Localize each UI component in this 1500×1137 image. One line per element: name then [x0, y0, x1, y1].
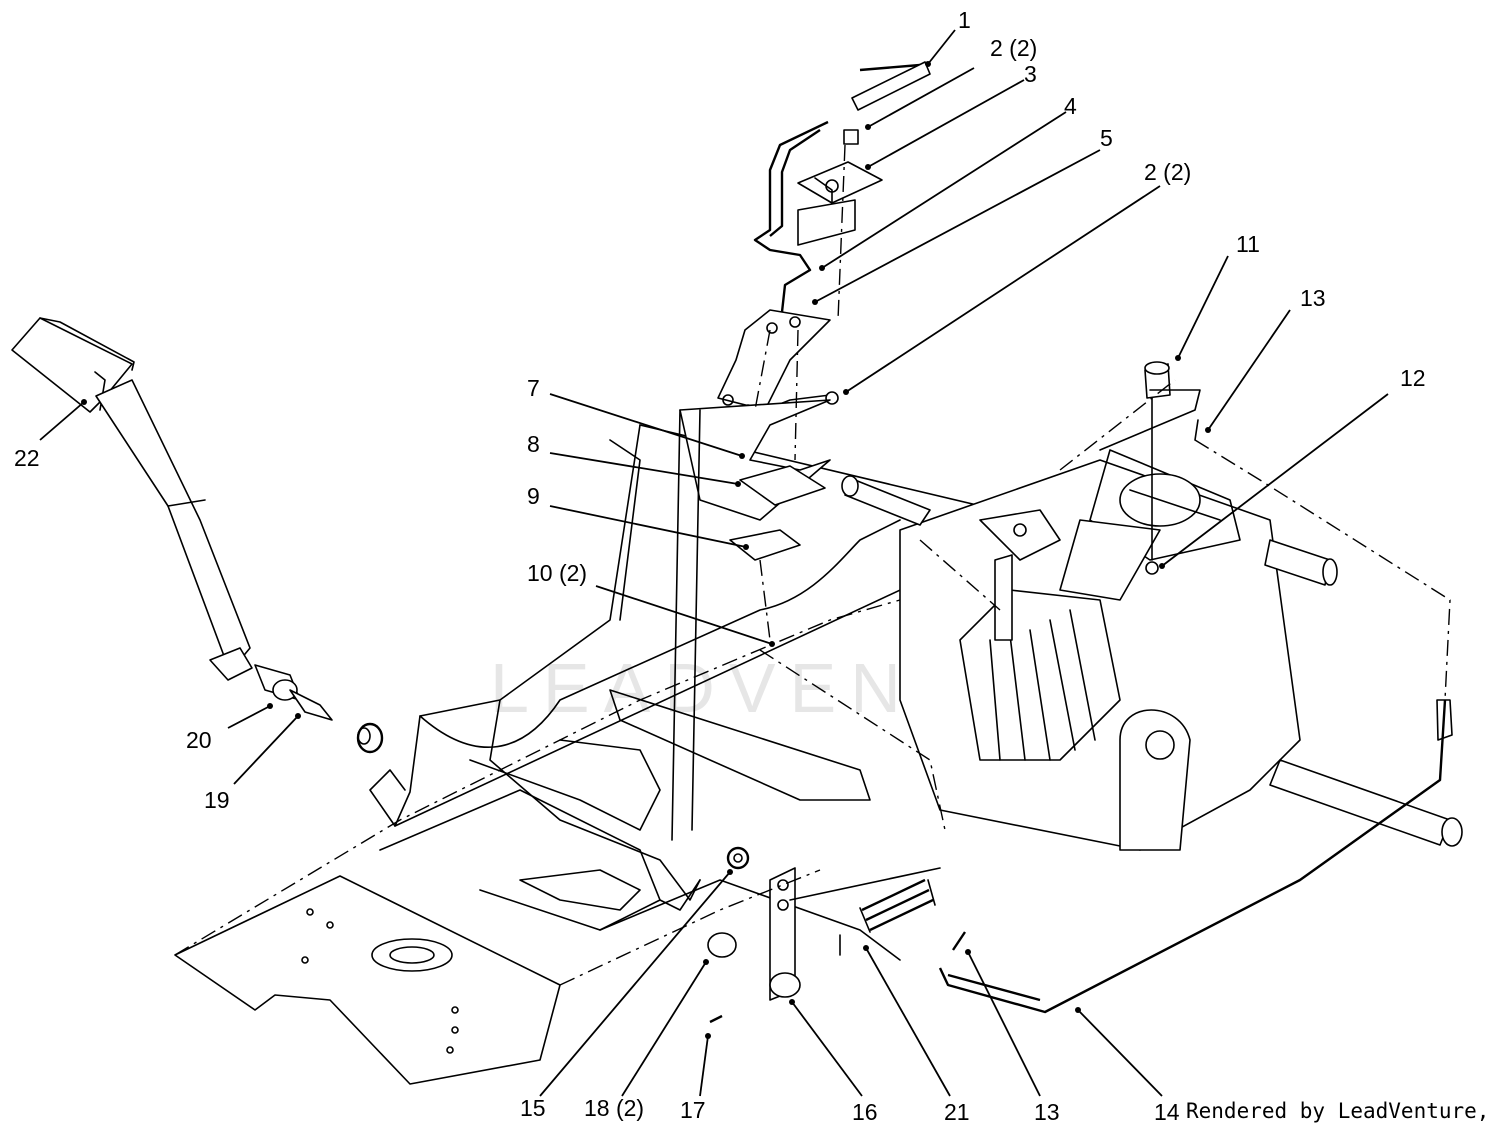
callout-19: 19 — [204, 787, 230, 813]
callout-17: 17 — [680, 1097, 706, 1123]
leader-lines — [39, 29, 1389, 1097]
callout-16: 16 — [852, 1099, 878, 1125]
callout-7: 7 — [527, 375, 540, 401]
callout-5: 5 — [1100, 125, 1113, 151]
callout-4: 4 — [1064, 93, 1077, 119]
clamp-bracket — [797, 129, 883, 246]
mount-bracket — [717, 309, 839, 416]
callout-9: 9 — [527, 483, 540, 509]
lever-arm — [769, 867, 941, 1001]
credit-text: Rendered by LeadVenture, Inc. — [1186, 1099, 1500, 1123]
callout-3: 3 — [1024, 61, 1037, 87]
callout-21: 21 — [944, 1099, 970, 1125]
pedal-lever — [11, 317, 253, 681]
callout-13b: 13 — [1034, 1099, 1060, 1125]
callout-13a: 13 — [1300, 285, 1326, 311]
shaft-bushing-parts — [254, 664, 384, 754]
shift-lever — [753, 61, 931, 331]
callout-14: 14 — [1154, 1099, 1180, 1125]
callout-18: 18 (2) — [584, 1095, 644, 1121]
axle-shaft — [841, 475, 1463, 847]
callout-10: 10 (2) — [527, 560, 587, 586]
floor-pan — [174, 875, 561, 1085]
callout-22: 22 — [14, 445, 40, 471]
callout-1: 1 — [958, 7, 971, 33]
callout-11: 11 — [1236, 231, 1260, 257]
callout-20: 20 — [186, 727, 212, 753]
washers-pins — [707, 846, 966, 1024]
callout-2a: 2 (2) — [990, 35, 1037, 61]
spring — [859, 878, 936, 933]
callout-2b: 2 (2) — [1144, 159, 1191, 185]
transaxle — [899, 449, 1301, 851]
callout-8: 8 — [527, 431, 540, 457]
leader-dots — [81, 61, 1211, 1039]
control-rod — [938, 699, 1453, 1014]
plates — [609, 399, 831, 841]
callout-15: 15 — [520, 1095, 546, 1121]
callout-12: 12 — [1400, 365, 1426, 391]
callout-labels: 1 2 (2) 3 4 5 2 (2) 11 13 12 7 8 9 10 (2… — [14, 7, 1426, 1125]
assembly-lines — [174, 144, 1176, 986]
